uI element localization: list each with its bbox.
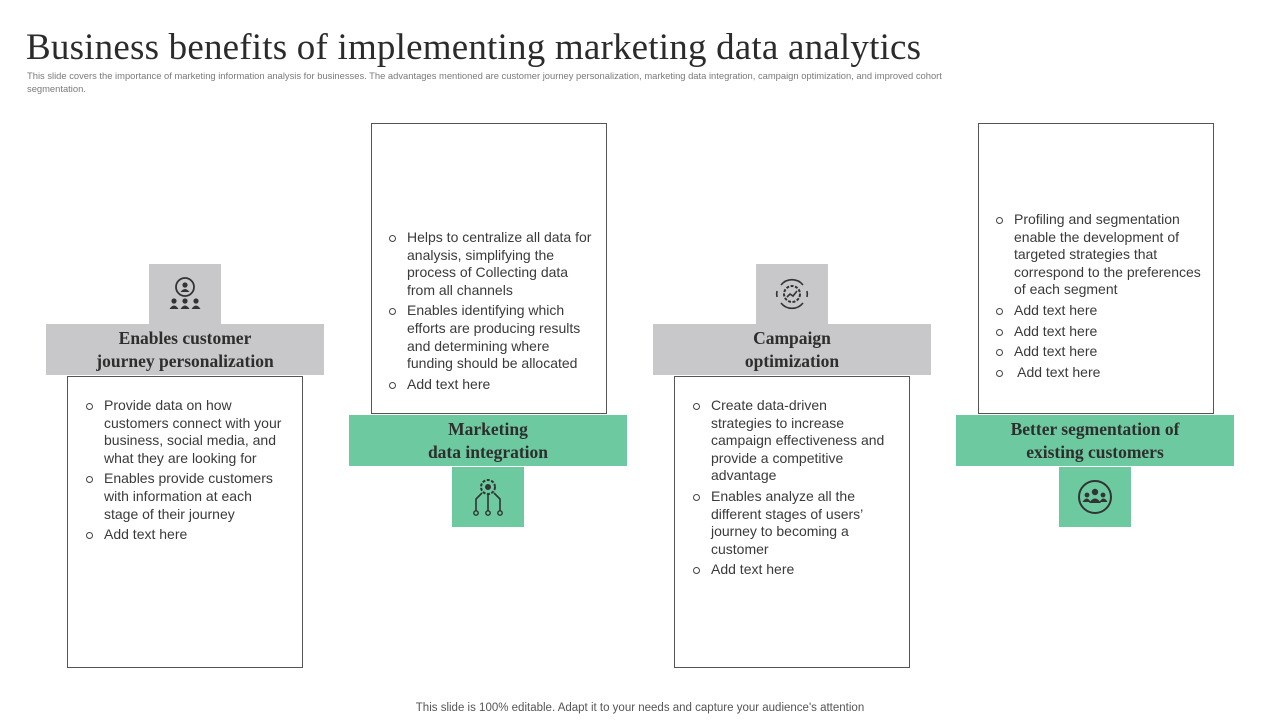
- page-subtitle: This slide covers the importance of mark…: [27, 70, 942, 94]
- footer-note: This slide is 100% editable. Adapt it to…: [415, 702, 865, 714]
- bullet-item: Add text here: [389, 376, 594, 394]
- bullet-item: Add text here: [996, 364, 1206, 382]
- card-3-bullets: Create data-driven strategies to increas…: [693, 397, 891, 582]
- bullet-item: Create data-driven strategies to increas…: [693, 397, 891, 485]
- customer-journey-icon: [169, 277, 201, 309]
- page-title: Business benefits of implementing market…: [26, 27, 922, 68]
- data-integration-icon: [473, 479, 503, 516]
- card-1-label: Enables customer journey personalization: [46, 324, 324, 375]
- bullet-item: Enables identifying which efforts are pr…: [389, 302, 594, 372]
- card-2-label: Marketing data integration: [349, 415, 627, 466]
- card-1-bullets: Provide data on how customers connect wi…: [86, 397, 284, 547]
- campaign-optimization-icon: [775, 278, 809, 310]
- bullet-item: Profiling and segmentation enable the de…: [996, 211, 1206, 299]
- bullet-item: Add text here: [996, 343, 1206, 361]
- card-4-label: Better segmentation of existing customer…: [956, 415, 1234, 466]
- bullet-item: Helps to centralize all data for analysi…: [389, 229, 594, 299]
- card-2-text-box: Helps to centralize all data for analysi…: [371, 123, 607, 414]
- card-4-text-box: Profiling and segmentation enable the de…: [978, 123, 1214, 414]
- bullet-item: Enables analyze all the different stages…: [693, 488, 891, 558]
- card-4-icon-tile: [1059, 467, 1131, 527]
- bullet-item: Provide data on how customers connect wi…: [86, 397, 284, 467]
- bullet-item: Add text here: [996, 323, 1206, 341]
- card-1-text-box: Provide data on how customers connect wi…: [67, 376, 303, 668]
- card-4-bullets: Profiling and segmentation enable the de…: [996, 211, 1206, 384]
- bullet-item: Add text here: [86, 526, 284, 544]
- bullet-item: Enables provide customers with informati…: [86, 470, 284, 523]
- card-3-text-box: Create data-driven strategies to increas…: [674, 376, 910, 668]
- card-3-icon-tile: [756, 264, 828, 324]
- card-1-icon-tile: [149, 264, 221, 324]
- card-2-icon-tile: [452, 467, 524, 527]
- card-2-bullets: Helps to centralize all data for analysi…: [389, 229, 594, 396]
- bullet-item: Add text here: [693, 561, 891, 579]
- customer-segmentation-icon: [1078, 480, 1112, 514]
- bullet-item: Add text here: [996, 302, 1206, 320]
- card-3-label: Campaign optimization: [653, 324, 931, 375]
